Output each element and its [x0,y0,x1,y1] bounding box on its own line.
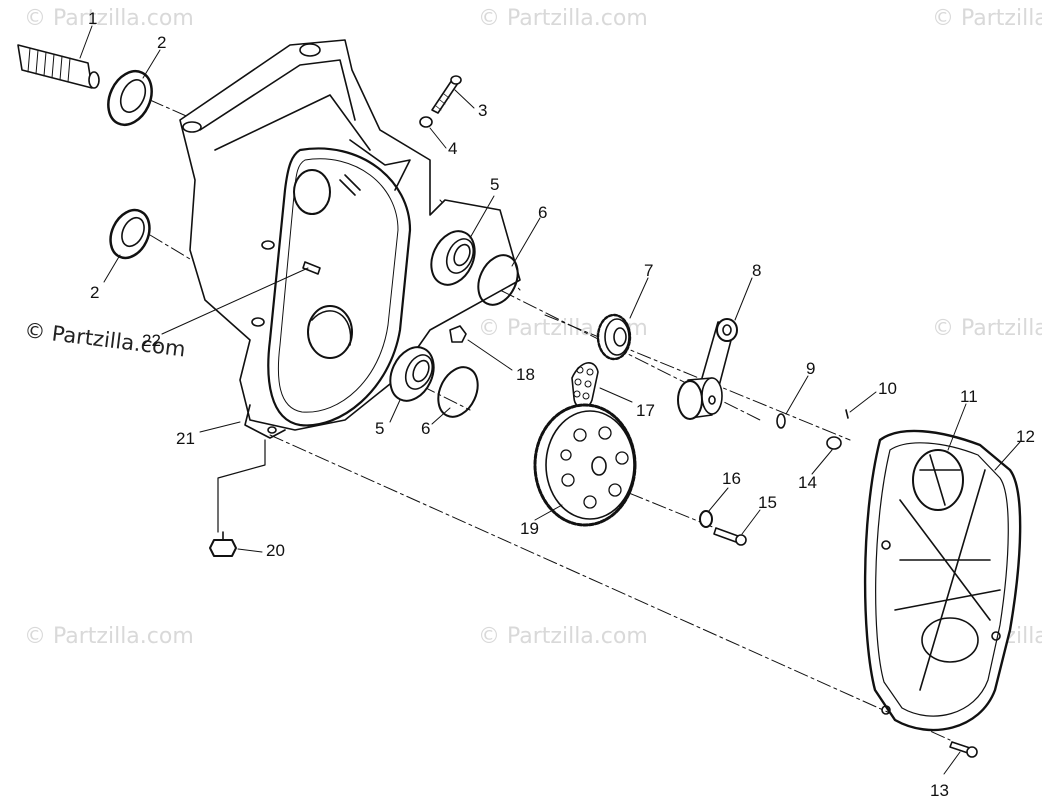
part-nut-18 [449,325,467,343]
callout-11: 11 [960,387,978,406]
part-chaincase-cover [863,429,1022,732]
part-chaincase-housing [179,39,521,439]
callout-6: 6 [421,419,431,438]
callout-16: 16 [722,469,741,488]
part-nut-4 [419,116,433,128]
watermark: © Partzilla.com [24,624,194,649]
part-stud-22 [302,261,321,275]
callout-2: 2 [90,283,100,302]
callout-18: 18 [516,365,535,384]
callout-15: 15 [758,493,777,512]
part-large-sprocket [533,403,637,527]
callout-3: 3 [478,101,488,120]
callout-8: 8 [752,261,762,280]
callout-1: 1 [88,9,98,28]
part-chain [571,362,599,409]
callout-9: 9 [806,359,816,378]
part-nut-14 [826,436,842,450]
part-drain-plug [209,531,237,557]
callout-13: 13 [930,781,949,800]
part-bolt-3 [431,75,462,114]
callout-7: 7 [644,261,654,280]
callout-14: 14 [798,473,817,492]
watermark: © Partzilla.com [932,6,1042,31]
part-snap-ring-upper [477,254,519,306]
part-pin-10 [845,409,849,419]
part-tensioner-arm [677,318,738,420]
callout-10: 10 [878,379,897,398]
callout-4: 4 [448,139,458,158]
callout-2: 2 [157,33,167,52]
callout-5: 5 [375,419,385,438]
part-bolt-13 [949,741,978,758]
callout-20: 20 [266,541,285,560]
callout-21: 21 [176,429,195,448]
part-snap-ring-lower [437,366,479,418]
part-bearing-lower [389,346,435,402]
part-seal-upper [107,70,153,126]
callout-6: 6 [538,203,548,222]
part-bearing-upper [430,230,476,286]
callout-5: 5 [490,175,500,194]
callout-12: 12 [1016,427,1035,446]
part-washer-16 [699,510,713,528]
callout-22: 22 [142,331,161,350]
watermark: © Partzilla.com [478,6,648,31]
part-shaft [17,44,100,89]
watermark: © Partzilla.com [932,316,1042,341]
part-washer-9 [776,413,786,429]
part-seal-lower [109,208,151,260]
watermark: © Partzilla.com [24,6,194,31]
callout-17: 17 [636,401,655,420]
callout-leaders [79,25,1021,775]
part-small-sprocket [596,313,632,361]
callout-19: 19 [520,519,539,538]
part-bolt-15 [713,527,747,546]
watermark: © Partzilla.com [478,624,648,649]
